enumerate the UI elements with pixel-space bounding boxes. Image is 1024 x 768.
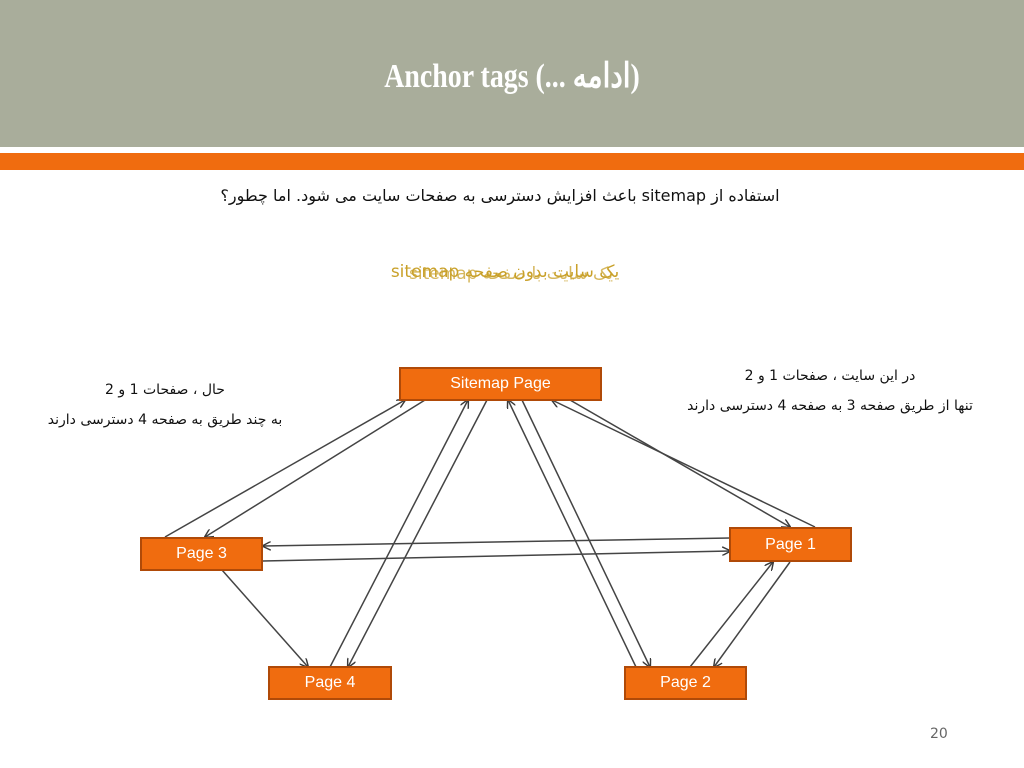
arrow-page1-to-page3 xyxy=(263,537,731,546)
note-left-line-2: به چند طریق به صفحه 4 دسترسی دارند xyxy=(47,412,283,428)
arrow-sitemap-to-page4 xyxy=(348,399,488,667)
arrow-sitemap-to-page2 xyxy=(521,399,650,667)
arrow-page3-to-page4 xyxy=(221,569,308,667)
arrow-page3-to-sitemap xyxy=(164,400,405,538)
note-right-line-2: تنها از طریق صفحه 3 به صفحه 4 دسترسی دار… xyxy=(687,398,973,414)
arrow-page2-to-sitemap xyxy=(508,400,637,668)
arrow-page3-to-page1 xyxy=(262,551,730,562)
header-divider xyxy=(0,147,1024,153)
arrow-page1-to-sitemap xyxy=(552,400,816,528)
arrow-sitemap-to-page1 xyxy=(569,399,790,527)
arrow-page4-to-sitemap xyxy=(329,400,468,668)
note-right-line-1: در این سایت ، صفحات 1 و 2 xyxy=(744,368,916,384)
page4-node: Page 4 xyxy=(268,666,392,700)
page-number: 20 xyxy=(930,726,948,742)
sitemap-page-node: Sitemap Page xyxy=(399,367,602,401)
accent-rule xyxy=(0,170,1024,171)
page3-node: Page 3 xyxy=(140,537,263,571)
arrow-page2-to-page1 xyxy=(689,562,773,668)
accent-band xyxy=(0,153,1024,170)
slide-header xyxy=(0,0,1024,147)
arrow-page1-to-page2 xyxy=(714,561,791,667)
note-left-line-1: حال ، صفحات 1 و 2 xyxy=(105,382,225,398)
slide-subtitle: استفاده از sitemap باعث افزایش دسترسی به… xyxy=(220,186,780,205)
page2-node: Page 2 xyxy=(624,666,747,700)
arrow-sitemap-to-page3 xyxy=(205,399,426,537)
overlapping-caption-1: یک سایت بدون صفحه sitemap xyxy=(390,262,620,282)
slide-title: (ادامه ...) Anchor tags xyxy=(384,58,640,95)
page1-node: Page 1 xyxy=(729,527,852,562)
overlapping-caption-2: یک سایت با صفحه sitemap xyxy=(409,264,613,284)
